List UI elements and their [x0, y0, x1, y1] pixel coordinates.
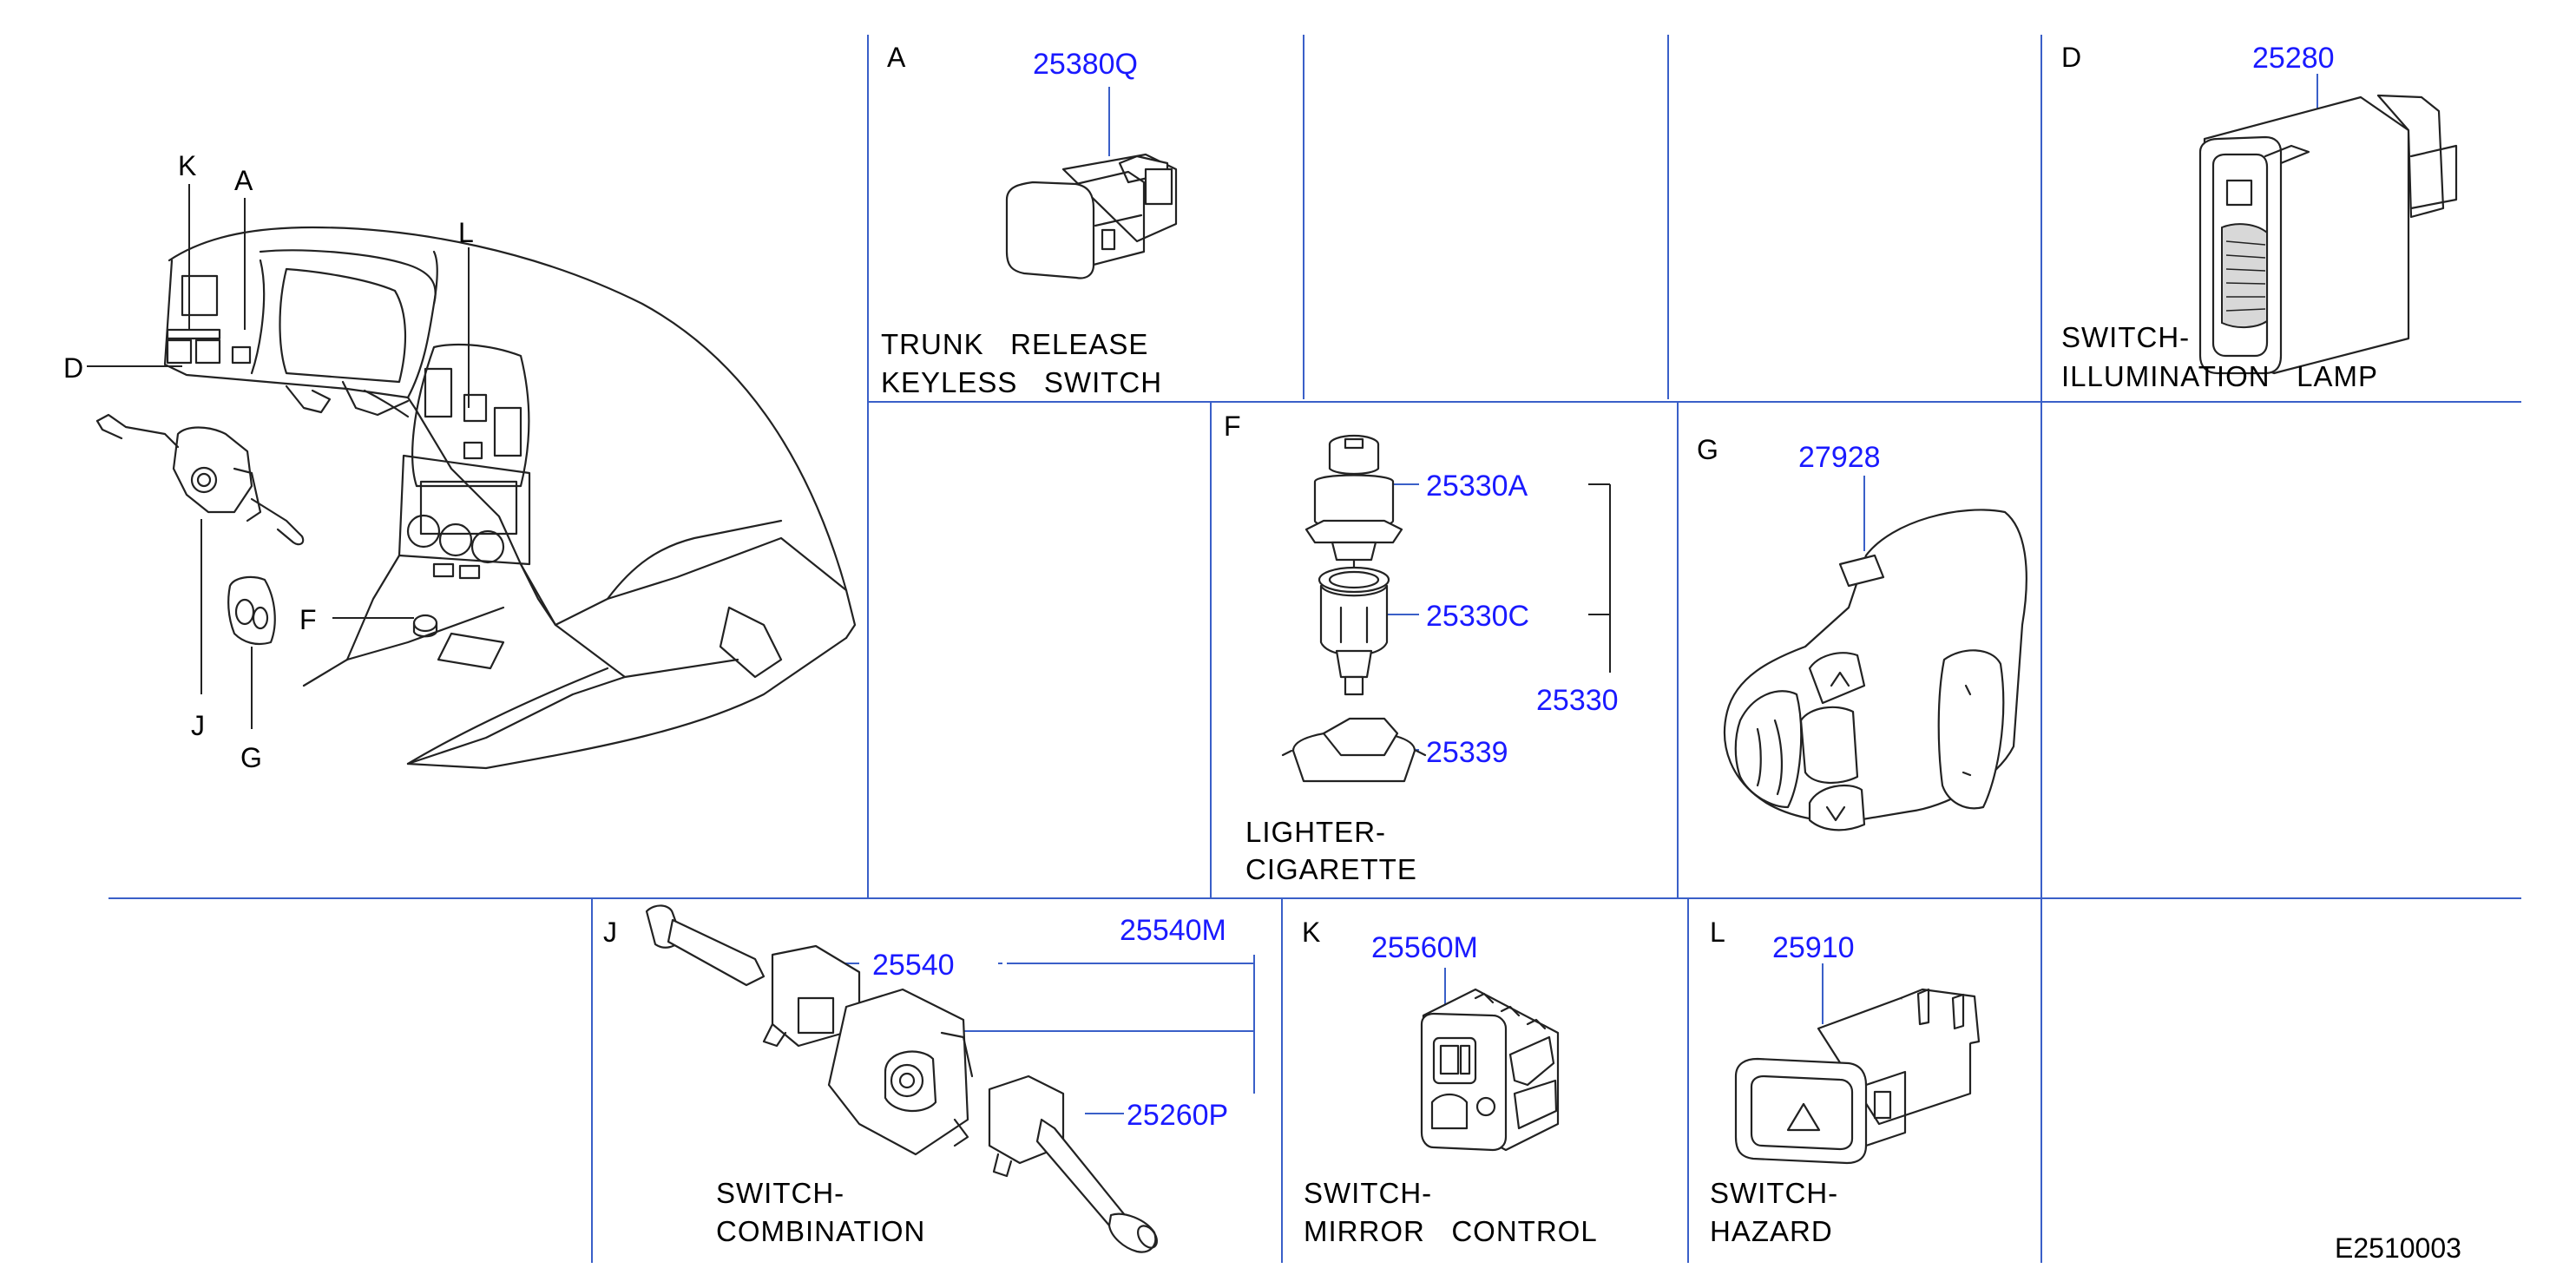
panel-g-letter: G [1697, 434, 1718, 465]
overview-label-j: J [191, 710, 205, 741]
panel-g-part-number: 27928 [1798, 441, 1881, 474]
panel-j-part-25260p: 25260P [1127, 1099, 1229, 1132]
panel-f-part-25339: 25339 [1426, 736, 1508, 769]
overview-label-g: G [240, 742, 262, 773]
overview-label-a: A [234, 165, 253, 196]
illumination-switch-drawing [2198, 74, 2458, 375]
panel-f-part-25330c: 25330C [1426, 600, 1530, 633]
document-id: E2510003 [2335, 1232, 2461, 1264]
panel-j-assembly-number: 25540M [1120, 914, 1226, 947]
panel-k-letter: K [1302, 917, 1321, 948]
steering-switch-drawing [1723, 476, 2027, 831]
panel-l-part-number: 25910 [1772, 931, 1855, 964]
panel-f-caption-line2: CIGARETTE [1245, 853, 1417, 885]
panel-grid [108, 35, 2521, 1263]
panel-d-caption-line1: SWITCH- [2061, 321, 2191, 353]
panel-a-caption-line2: KEYLESS SWITCH [881, 366, 1163, 398]
panel-k-caption-line2: MIRROR CONTROL [1304, 1215, 1598, 1247]
overview-label-l: L [458, 217, 474, 248]
panel-a-part-number: 25380Q [1033, 48, 1138, 81]
panel-d-letter: D [2061, 42, 2082, 73]
panel-d-caption-line2: ILLUMINATION LAMP [2061, 360, 2378, 392]
panel-j-letter: J [603, 917, 617, 948]
mirror-control-switch-drawing [1420, 968, 1560, 1152]
panel-f-part-25330a: 25330A [1426, 470, 1528, 503]
panel-j-caption-line1: SWITCH- [716, 1177, 845, 1209]
combination-switch-drawing [645, 904, 1255, 1253]
cigarette-lighter-drawing [1281, 434, 1611, 783]
hazard-switch-drawing [1734, 963, 1981, 1165]
trunk-release-switch-drawing [1005, 87, 1178, 279]
panel-a-letter: A [887, 42, 906, 73]
panel-j-part-25540: 25540 [872, 949, 955, 982]
overview-label-k: K [178, 150, 197, 181]
panel-d-part-number: 25280 [2252, 42, 2335, 75]
panel-l-caption-line2: HAZARD [1710, 1215, 1833, 1247]
overview-label-f: F [299, 604, 317, 635]
panel-j-caption-line2: COMBINATION [716, 1215, 926, 1247]
overview-label-d: D [63, 352, 84, 384]
panel-k-part-number: 25560M [1371, 931, 1478, 964]
panel-a-caption-line1: TRUNK RELEASE [881, 328, 1149, 360]
panel-f-letter: F [1224, 411, 1241, 442]
panel-k-caption-line1: SWITCH- [1304, 1177, 1433, 1209]
panel-l-letter: L [1710, 917, 1725, 948]
panel-f-caption-line1: LIGHTER- [1245, 816, 1387, 848]
panel-f-assembly-number: 25330 [1536, 684, 1619, 717]
panel-l-caption-line1: SWITCH- [1710, 1177, 1839, 1209]
dashboard-overview-drawing [87, 184, 857, 770]
